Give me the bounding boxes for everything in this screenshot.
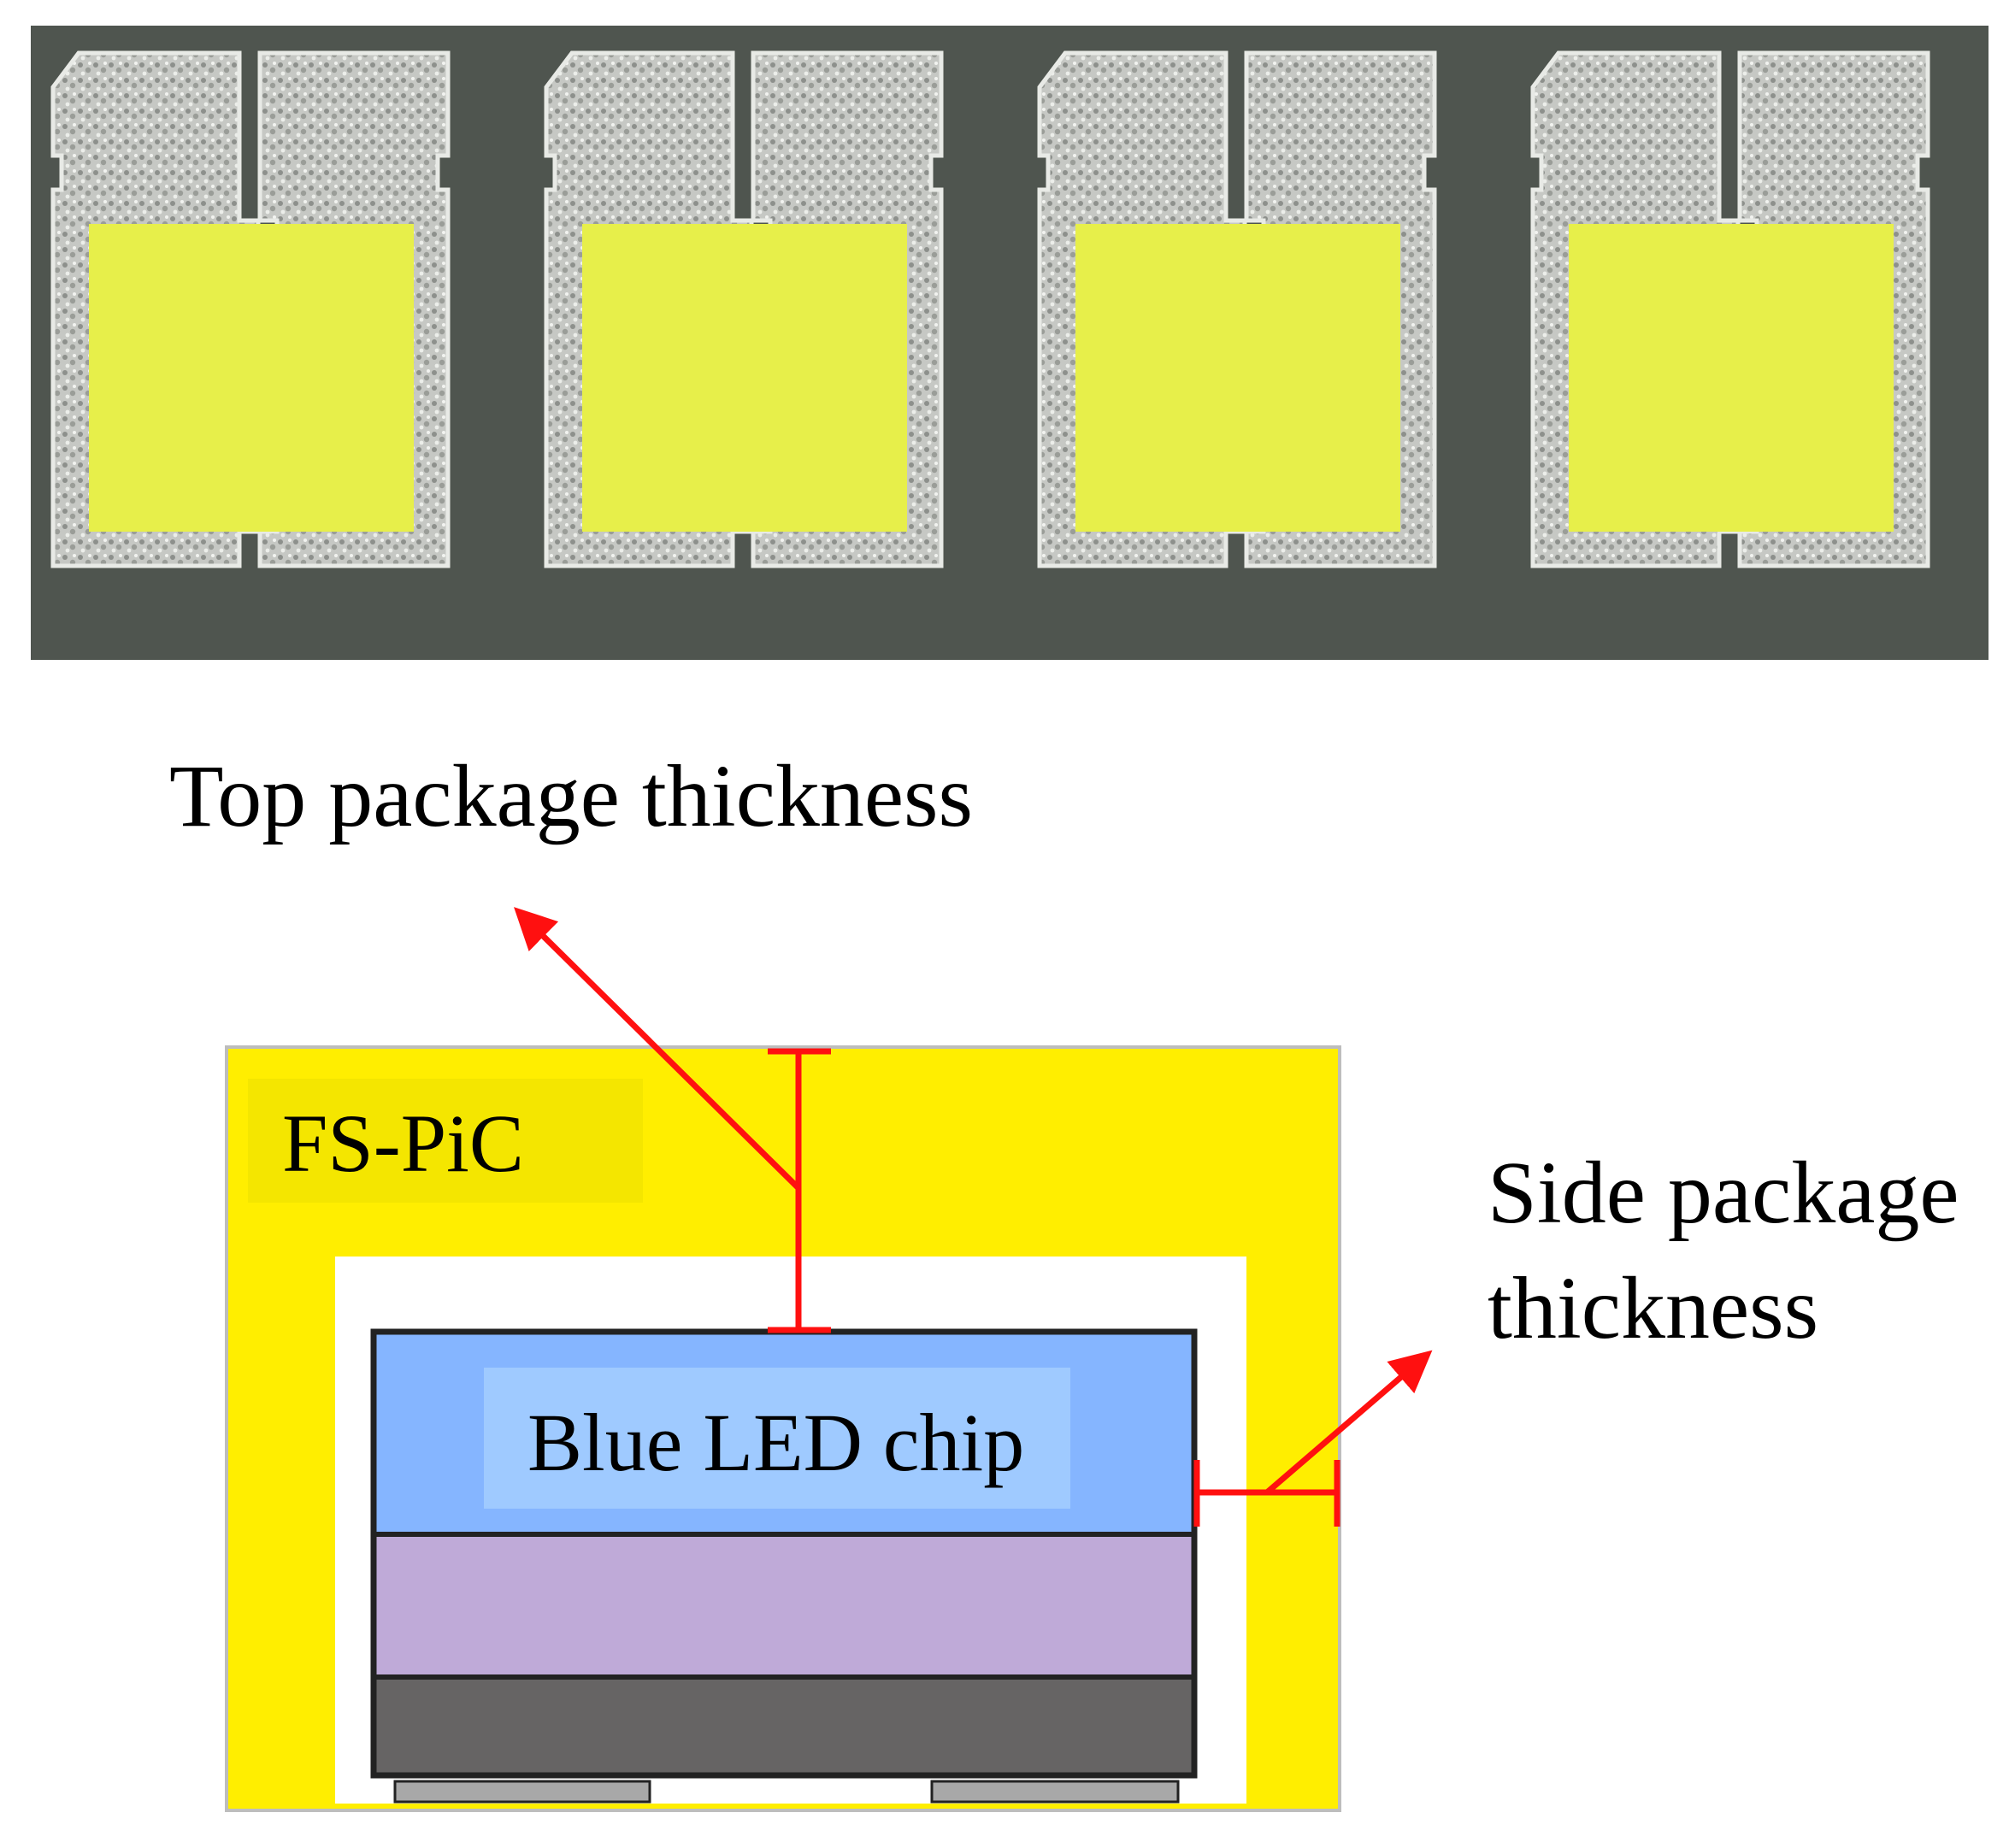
phosphor-surface: [89, 224, 414, 532]
fs-pic-label: FS-PiC: [282, 1103, 524, 1185]
phosphor-surface: [1075, 224, 1400, 532]
package-photo: [31, 26, 1988, 660]
electrode-pad-right: [932, 1781, 1178, 1802]
chip-layer-bottom: [374, 1677, 1194, 1775]
phosphor-surface: [582, 224, 907, 532]
electrode-pad-left: [395, 1781, 650, 1802]
blue-led-chip-label: Blue LED chip: [527, 1402, 1024, 1484]
side-package-thickness-line2: thickness: [1488, 1251, 2000, 1366]
package-cross-section: [227, 913, 1426, 1810]
side-package-thickness-line1: Side package: [1488, 1135, 2000, 1251]
chip-layer-middle: [374, 1534, 1194, 1677]
phosphor-surface: [1569, 224, 1894, 532]
top-package-thickness-label: Top package thickness: [169, 752, 973, 841]
side-package-thickness-label: Side package thickness: [1488, 1135, 2000, 1366]
